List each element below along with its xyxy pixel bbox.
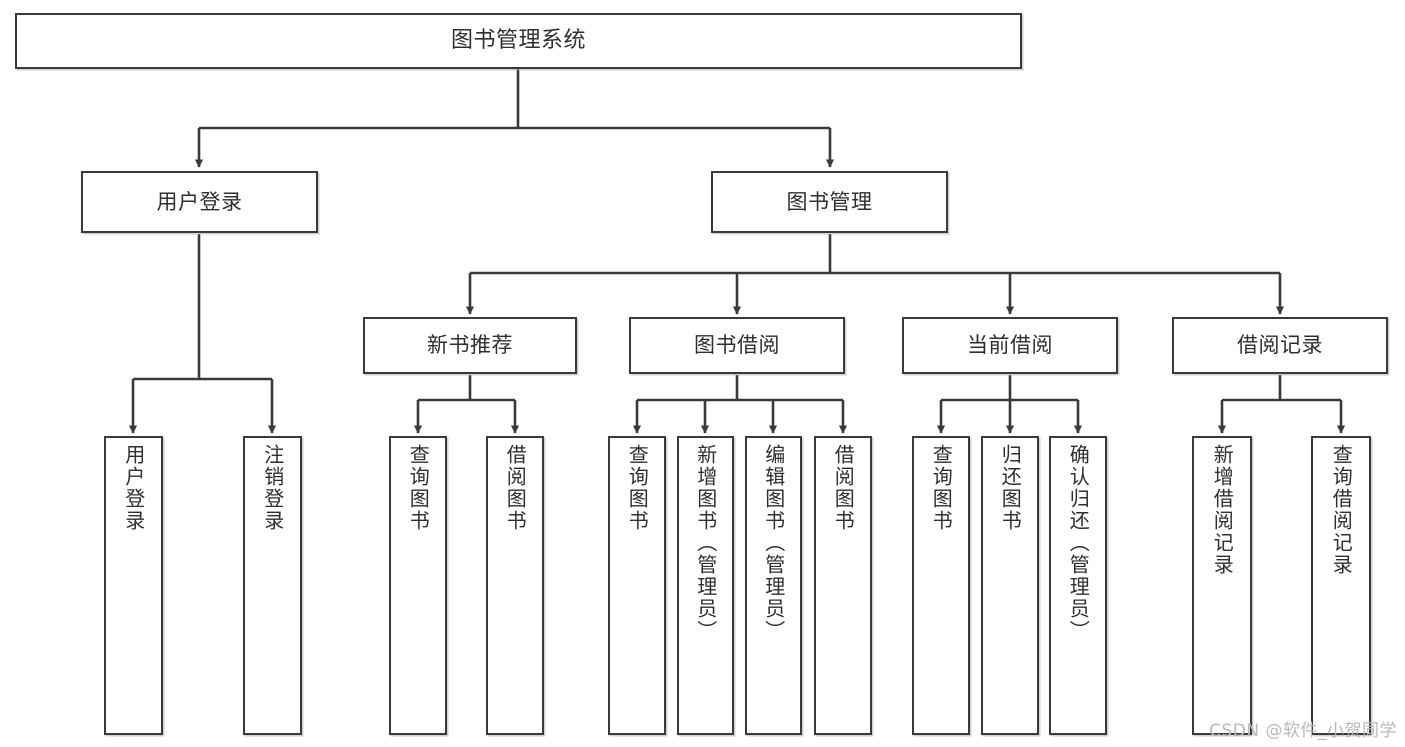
node-book-management[interactable]: 图书管理 (711, 171, 948, 233)
node-label: 新书推荐 (427, 333, 513, 358)
node-label: 图书借阅 (694, 333, 780, 358)
node-label: 当前借阅 (967, 333, 1053, 358)
node-current-borrow[interactable]: 当前借阅 (902, 317, 1118, 374)
node-label: 查询借阅记录 (1329, 444, 1354, 576)
connector-bookmgmt-to-level3 (465, 234, 1285, 315)
node-new-book-recommendation[interactable]: 新书推荐 (363, 317, 577, 374)
node-label: 新增图书（管理员） (693, 444, 718, 642)
node-borrow-record[interactable]: 借阅记录 (1172, 317, 1388, 374)
connector-newbook-to-leaves (413, 375, 520, 434)
leaf-query-borrow-record[interactable]: 查询借阅记录 (1311, 436, 1371, 735)
node-label: 查询图书 (929, 444, 954, 532)
node-label: 图书管理 (786, 189, 873, 214)
leaf-query-book-current[interactable]: 查询图书 (912, 436, 970, 735)
leaf-confirm-return-admin[interactable]: 确认归还（管理员） (1049, 436, 1107, 735)
leaf-add-book-admin[interactable]: 新增图书（管理员） (677, 436, 734, 735)
node-book-borrow[interactable]: 图书借阅 (629, 317, 845, 374)
leaf-borrow-book[interactable]: 借阅图书 (814, 436, 872, 735)
connector-borrowrecord-to-leaves (1217, 375, 1346, 434)
node-label: 借阅图书 (503, 444, 528, 532)
node-label: 新增借阅记录 (1210, 444, 1235, 576)
leaf-edit-book-admin[interactable]: 编辑图书（管理员） (745, 436, 802, 735)
leaf-return-book[interactable]: 归还图书 (981, 436, 1039, 735)
connector-root-to-level2 (194, 69, 835, 168)
node-label: 借阅记录 (1237, 333, 1323, 358)
connector-bookborrow-to-leaves (632, 375, 848, 434)
leaf-add-borrow-record[interactable]: 新增借阅记录 (1192, 436, 1252, 735)
leaf-borrow-book-newbook[interactable]: 借阅图书 (486, 436, 544, 735)
node-label: 注销登录 (260, 444, 285, 532)
node-root-book-management-system[interactable]: 图书管理系统 (15, 13, 1022, 69)
node-label: 确认归还（管理员） (1066, 444, 1091, 642)
node-label: 编辑图书（管理员） (761, 444, 786, 642)
node-label: 借阅图书 (831, 444, 856, 532)
node-label: 查询图书 (406, 444, 431, 532)
connector-currentborrow-to-leaves (936, 375, 1083, 434)
leaf-user-login[interactable]: 用户登录 (104, 436, 163, 735)
connector-userlogin-to-leaves (128, 234, 277, 434)
node-label: 图书管理系统 (450, 28, 586, 54)
node-user-login[interactable]: 用户登录 (81, 171, 318, 233)
leaf-query-book-newbook[interactable]: 查询图书 (389, 436, 447, 735)
node-label: 查询图书 (625, 444, 650, 532)
node-label: 归还图书 (998, 444, 1023, 532)
leaf-query-book-borrow[interactable]: 查询图书 (608, 436, 666, 735)
leaf-logout-login[interactable]: 注销登录 (243, 436, 302, 735)
node-label: 用户登录 (156, 189, 243, 214)
node-label: 用户登录 (121, 444, 146, 532)
